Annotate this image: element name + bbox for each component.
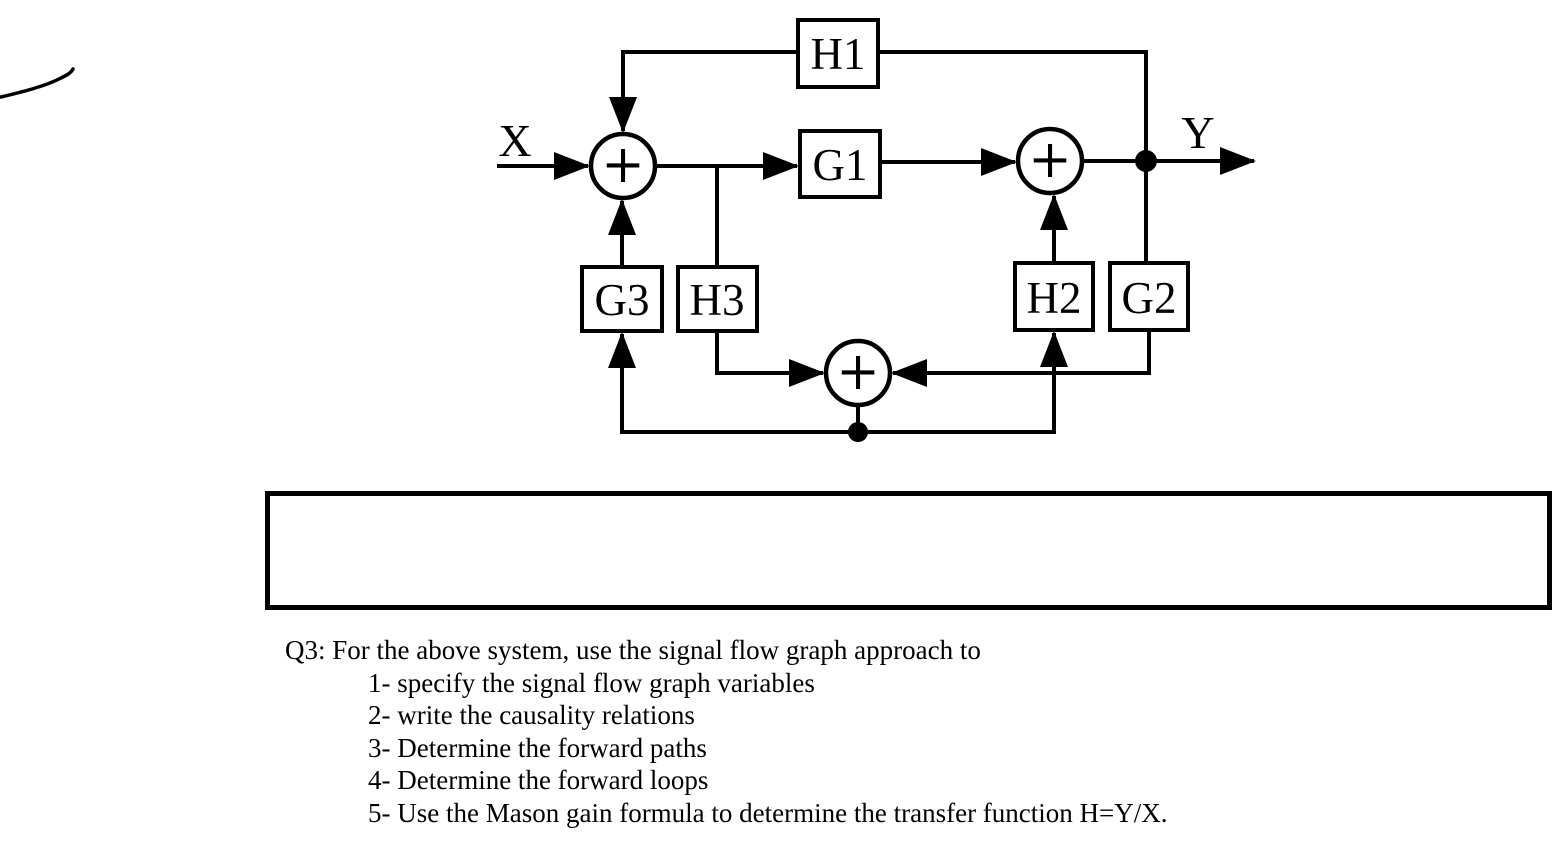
block-g3-label: G3	[595, 275, 650, 325]
block-g1: G1	[798, 129, 882, 199]
answer-box	[265, 491, 1552, 610]
branch-node-feedback	[848, 422, 868, 442]
sum-junction-2: +	[1015, 126, 1085, 196]
wire-h3-to-sum3	[715, 331, 825, 387]
sum2-plus-sign: +	[1028, 130, 1072, 190]
block-g2: G2	[1108, 261, 1190, 332]
question-title: Q3: For the above system, use the signal…	[285, 635, 981, 665]
output-label-y: Y	[1181, 107, 1214, 158]
input-label-x: X	[498, 115, 531, 166]
wire-node-to-h2	[858, 331, 1068, 434]
block-h2: H2	[1013, 261, 1095, 332]
sum3-plus-sign: +	[836, 342, 880, 402]
question-items: 1- specify the signal flow graph variabl…	[368, 667, 1168, 830]
block-h1: H1	[796, 18, 880, 89]
block-g2-label: G2	[1122, 273, 1177, 323]
block-h2-label: H2	[1027, 273, 1082, 323]
wire-h1-to-sum1	[609, 50, 798, 133]
wire-ynode-to-h1	[879, 50, 1148, 161]
block-h3-label: H3	[690, 275, 745, 325]
wire-g2-to-sum3	[891, 330, 1151, 387]
question-item-2: 2- write the causality relations	[368, 700, 695, 730]
pen-stroke	[0, 67, 75, 99]
question-item-3: 3- Determine the forward paths	[368, 732, 707, 763]
sum-junction-1: +	[588, 131, 658, 201]
wire-node-to-g3	[608, 332, 858, 434]
question-block: Q3: For the above system, use the signal…	[285, 634, 1168, 829]
question-item-4: 4- Determine the forward loops	[368, 765, 709, 795]
block-g3: G3	[580, 265, 664, 333]
branch-node-y	[1135, 150, 1157, 172]
question-item-1: 1- specify the signal flow graph variabl…	[368, 667, 815, 698]
block-h1-label: H1	[811, 29, 866, 79]
question-item-5: 5- Use the Mason gain formula to determi…	[368, 797, 1168, 828]
block-g1-label: G1	[813, 140, 868, 190]
diagram-wires	[497, 50, 1256, 434]
sum-junction-3: +	[823, 338, 893, 408]
block-h3: H3	[676, 265, 759, 333]
sum1-plus-sign: +	[601, 135, 645, 195]
block-diagram: + + + H1 G1 G3 H3 H2	[0, 18, 1256, 442]
